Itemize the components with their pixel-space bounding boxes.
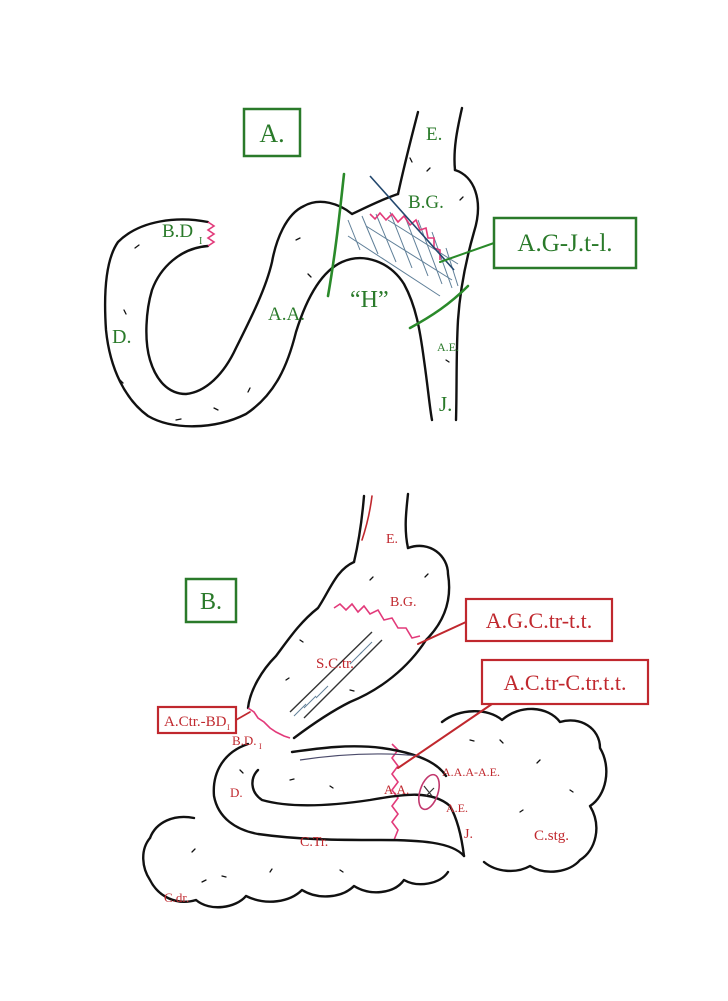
- b-label-efferent-loop: A.E.: [446, 801, 468, 815]
- panel-a: A. A.G-J.t-l.: [103, 106, 638, 428]
- a-gastric-right-outline: [453, 168, 480, 422]
- b-callout-mid-text: A.C.tr-C.tr.t.t.: [503, 670, 626, 695]
- b-esophagus-left-wall: [352, 494, 366, 564]
- a-esophagus-left-wall: [396, 110, 420, 196]
- b-colo-colic-suture: [391, 743, 400, 841]
- a-label-efferent-loop: A.E.: [437, 340, 459, 354]
- b-label-afferent-loop: A.A.: [384, 782, 409, 797]
- b-callout-left-box: [156, 705, 238, 735]
- b-callout-top-pointer: [417, 621, 467, 645]
- panel-a-box: [242, 107, 302, 158]
- a-label-duodenal-stump-sub: I: [199, 236, 202, 247]
- a-upper-loop-outline: [145, 192, 400, 396]
- a-esophagus-right-wall: [453, 106, 464, 172]
- b-texture: [191, 573, 574, 883]
- panel-b: B. A.G.C.tr-t.t.: [142, 492, 650, 909]
- a-label-duodenal-stump: B.D: [162, 221, 193, 242]
- a-texture: [119, 157, 464, 421]
- b-inner-loop-outline: [251, 768, 466, 858]
- a-label-esophagus: E.: [426, 124, 442, 145]
- b-label-jejunum: J.: [464, 827, 473, 842]
- a-label-duodenum: D.: [112, 326, 131, 348]
- panel-a-label: A.: [259, 119, 284, 148]
- b-afferent-loop-top: [290, 745, 448, 778]
- b-label-left-colon: C.stg.: [534, 828, 569, 844]
- b-label-duodenal-stump-sub: I: [259, 742, 262, 751]
- b-ellipse-mark: [423, 785, 435, 797]
- b-label-esophagus: E.: [386, 532, 398, 547]
- a-label-jejunum: J.: [439, 392, 452, 416]
- b-colon-left-cap: [148, 815, 196, 840]
- a-cut-line-right: [408, 284, 470, 330]
- b-label-right-colon: C.dr.: [164, 890, 189, 905]
- b-esophagus-right-wall: [404, 492, 410, 550]
- a-label-h-zone: “H”: [350, 287, 389, 313]
- b-label-duodenum: D.: [230, 785, 243, 800]
- b-stomach-left-outline: [246, 560, 356, 710]
- a-duodenal-stump-suture: [206, 221, 216, 247]
- b-colo-duodenal-suture: [247, 707, 291, 739]
- b-callout-left-pointer: [235, 711, 251, 721]
- a-anastomosis-suture: [369, 211, 441, 260]
- b-callout-left-text: A.Ctr.-BD: [164, 714, 227, 730]
- a-anastomosis-hatch: [347, 211, 459, 297]
- a-cut-line-left: [326, 172, 346, 298]
- b-afferent-efferent-ellipse: [417, 773, 441, 811]
- b-callout-top-box: [464, 597, 614, 643]
- a-callout-pointer: [439, 242, 495, 263]
- a-callout-box: [492, 216, 638, 270]
- b-callout-top-text: A.G.C.tr-t.t.: [486, 608, 593, 633]
- b-colon-lower-outline: [142, 836, 450, 909]
- b-colon-inner-line: [299, 753, 421, 761]
- b-inner-segment: [289, 631, 383, 719]
- a-reference-line: [369, 175, 455, 271]
- panel-b-box: [184, 577, 238, 624]
- a-lower-loop-outline: [103, 218, 434, 428]
- b-esophagus-red-mark: [361, 495, 373, 541]
- b-label-transverse-colon: C.Tr.: [300, 835, 328, 850]
- b-label-afferent-efferent-anastomosis: A.A.A-A.E.: [442, 765, 500, 779]
- panel-b-label: B.: [200, 589, 222, 615]
- a-label-bypassed-stomach: B.G.: [408, 192, 444, 213]
- b-callout-left-sub: I: [227, 723, 230, 732]
- b-colon-right-outline: [440, 707, 608, 873]
- b-inner-hatch: [293, 641, 373, 717]
- b-gastrocolic-suture: [333, 602, 421, 639]
- b-label-bypassed-stomach: B.G.: [390, 595, 416, 610]
- b-callout-mid-box: [480, 658, 650, 706]
- a-callout-text: A.G-J.t-l.: [517, 230, 612, 257]
- a-label-afferent-loop: A.A.: [268, 304, 305, 325]
- b-label-duodenal-stump: B.D.: [232, 733, 257, 748]
- b-label-transverse-segment: S.C.tr.: [316, 656, 354, 672]
- b-lower-duodenum-outline: [212, 742, 466, 858]
- b-callout-mid-pointer: [397, 703, 493, 769]
